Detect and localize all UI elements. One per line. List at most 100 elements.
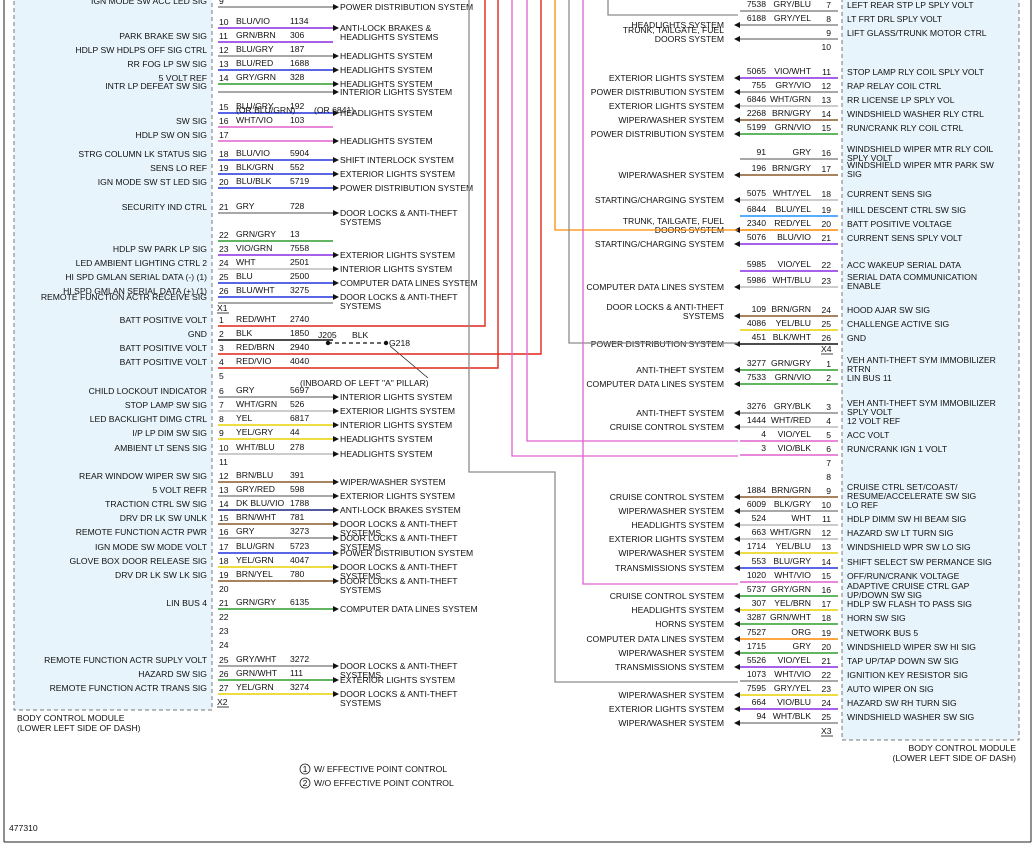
right-pin-number: 23 [821,276,831,286]
left-circuit-number: 111 [290,668,303,678]
right-signal-label: 12 VOLT REF [847,416,900,426]
right-wire-color: VIO/YEL [778,259,812,269]
left-destination-label: SYSTEMS [340,585,381,595]
left-circuit-number: 187 [290,44,305,54]
right-pin-number: 15 [821,123,831,133]
left-circuit-number: 3274 [290,682,309,692]
right-circuit-number: 553 [752,556,767,566]
right-signal-label: RAP RELAY COIL CTRL [847,81,941,91]
left-arrowhead [333,578,339,584]
right-arrowhead [734,197,740,203]
right-circuit-number: 4 [761,429,766,439]
right-arrowhead [734,131,740,137]
ground-leader [389,345,429,379]
left-circuit-number: 5719 [290,176,309,186]
right-signal-label: AUTO WIPER ON SIG [847,684,934,694]
left-circuit-number: 552 [290,162,305,172]
left-destination-label: ANTI-LOCK BRAKES & [340,23,431,33]
right-signal-label: WINDSHIELD WASHER SW SIG [847,712,974,722]
left-destination-label: POWER DISTRIBUTION SYSTEM [340,548,473,558]
left-destination-label: EXTERIOR LIGHTS SYSTEM [340,169,455,179]
left-pin-number: 25 [219,272,229,282]
right-circuit-number: 5737 [747,584,766,594]
right-circuit-number: 5075 [747,188,766,198]
left-arrowhead [333,691,339,697]
left-signal-label: LIN BUS 4 [166,598,207,608]
right-arrowhead [734,424,740,430]
left-destination-label: DOOR LOCKS & ANTI-THEFT [340,292,458,302]
left-arrowhead [333,436,339,442]
left-arrowhead [333,4,339,10]
right-wire-color: BLK/GRY [774,499,811,509]
left-wire-color: BRN/YEL [236,569,273,579]
right-signal-label: SHIFT SELECT SW PERMANCE SIG [847,557,992,567]
left-destination-label: INTERIOR LIGHTS SYSTEM [340,264,452,274]
left-pin-number: 16 [219,527,229,537]
left-wire-color: YEL/GRY [236,427,273,437]
crossover-wire [607,0,738,16]
right-signal-label: NETWORK BUS 5 [847,628,918,638]
right-wire-color: VIO/BLU [777,697,811,707]
left-wire-color: BLK/GRN [236,162,274,172]
right-destination-label: POWER DISTRIBUTION SYSTEM [591,87,724,97]
left-pin-number: 12 [219,471,229,481]
right-signal-label: LT FRT DRL SPLY VOLT [847,14,943,24]
left-destination-label: ANTI-LOCK BRAKES SYSTEM [340,505,461,515]
right-signal-label: SIG [847,169,862,179]
right-wire-color: GRY/BLK [774,401,811,411]
left-wire-color: BLU [236,271,253,281]
right-destination-label: TRUNK, TAILGATE, FUEL [623,216,724,226]
right-destination-label: CRUISE CONTROL SYSTEM [610,492,724,502]
left-circuit-number: 5904 [290,148,309,158]
right-destination-label: WIPER/WASHER SYSTEM [618,115,724,125]
left-pin-number: 15 [219,102,229,112]
left-module-location: (LOWER LEFT SIDE OF DASH) [17,723,141,733]
right-pin-number: 16 [821,585,831,595]
left-destination-label: HEADLIGHTS SYSTEM [340,79,433,89]
left-pin-number: 24 [219,258,229,268]
left-arrowhead [333,171,339,177]
right-wire-color: GRN/VIO [775,372,812,382]
left-circuit-number: 3273 [290,526,309,536]
left-pin-number: 22 [219,612,229,622]
left-pin-number: 23 [219,244,229,254]
left-arrowhead [333,422,339,428]
right-arrowhead [734,494,740,500]
right-pin-number: 22 [821,260,831,270]
left-arrowhead [333,677,339,683]
right-destination-label: HORNS SYSTEM [655,619,724,629]
right-circuit-number: 524 [752,513,767,523]
left-arrowhead [333,394,339,400]
left-pin-number: 2 [219,329,224,339]
right-arrowhead [734,607,740,613]
left-wire-color: GRY [236,201,255,211]
left-arrowhead [333,266,339,272]
right-module-location: (LOWER LEFT SIDE OF DASH) [892,753,1016,763]
ground-wire-color: BLK [352,330,369,340]
left-signal-label: INTR LP DEFEAT SW SIG [105,81,207,91]
left-signal-label: GLOVE BOX DOOR RELEASE SIG [69,556,207,566]
left-signal-label: REMOTE FUNCTION ACTR TRANS SIG [50,683,208,693]
right-pin-number: 11 [822,67,831,77]
left-signal-label: REAR WINDOW WIPER SW SIG [79,471,207,481]
left-signal-label: HDLP SW ON SIG [136,130,208,140]
right-arrowhead [734,593,740,599]
left-pin-number: 11 [219,31,228,41]
right-circuit-number: 1714 [747,541,766,551]
left-wire-color: GRY [236,526,255,536]
right-signal-label: CURRENT SENS SIG [847,189,932,199]
left-signal-label: AMBIENT LT SENS SIG [114,443,207,453]
right-circuit-number: 755 [752,80,767,90]
right-signal-label: OFF/RUN/CRANK VOLTAGE [847,571,960,581]
right-signal-label: CURRENT SENS SPLY VOLT [847,233,963,243]
right-signal-label: RTRN [847,364,871,374]
right-circuit-number: 94 [756,711,766,721]
right-destination-label: STARTING/CHARGING SYSTEM [595,239,724,249]
right-signal-label: LO REF [847,500,878,510]
right-signal-label: ENABLE [847,281,881,291]
left-circuit-number: 728 [290,201,305,211]
left-signal-label: 5 VOLT REF [159,73,207,83]
right-module-box [841,0,1020,741]
right-destination-label: POWER DISTRIBUTION SYSTEM [591,339,724,349]
